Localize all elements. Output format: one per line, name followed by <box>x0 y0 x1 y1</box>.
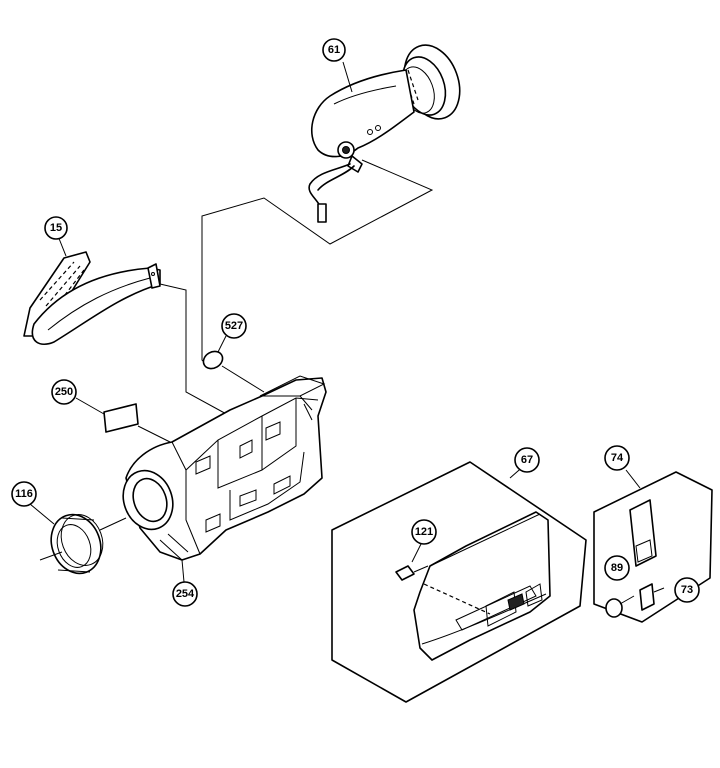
callout-121-label: 121 <box>415 526 433 538</box>
callout-73-label: 73 <box>681 584 693 596</box>
battery-cover-part <box>605 499 665 618</box>
callout-67: 67 <box>514 447 540 473</box>
callout-254: 254 <box>172 581 198 607</box>
callout-527: 527 <box>221 313 247 339</box>
camera-frame-part <box>122 375 327 561</box>
callout-89-label: 89 <box>611 562 623 574</box>
callout-61: 61 <box>322 38 346 62</box>
callout-15-label: 15 <box>50 222 62 234</box>
lens-hood-part <box>29 503 127 575</box>
callout-89: 89 <box>604 555 630 581</box>
callout-74: 74 <box>604 445 630 471</box>
callout-73: 73 <box>674 577 700 603</box>
callout-527-label: 527 <box>225 320 243 332</box>
side-cover-part <box>395 511 551 661</box>
callout-121: 121 <box>411 519 437 545</box>
screw-254-part <box>181 559 185 583</box>
label-250-part <box>75 397 175 445</box>
callout-254-label: 254 <box>176 588 195 600</box>
callout-250: 250 <box>51 379 77 405</box>
callout-67-label: 67 <box>521 454 533 466</box>
callout-74-label: 74 <box>611 452 624 464</box>
callout-15: 15 <box>44 216 68 240</box>
callout-116-label: 116 <box>15 488 33 500</box>
ring-527-part <box>202 335 265 393</box>
battery-cover-box <box>593 469 713 623</box>
viewfinder-guide-lines <box>201 61 434 365</box>
viewfinder-part <box>308 44 461 223</box>
callout-250-label: 250 <box>55 386 73 398</box>
callout-116: 116 <box>11 481 37 507</box>
callout-61-label: 61 <box>328 44 340 56</box>
hand-strap-part <box>23 235 231 417</box>
